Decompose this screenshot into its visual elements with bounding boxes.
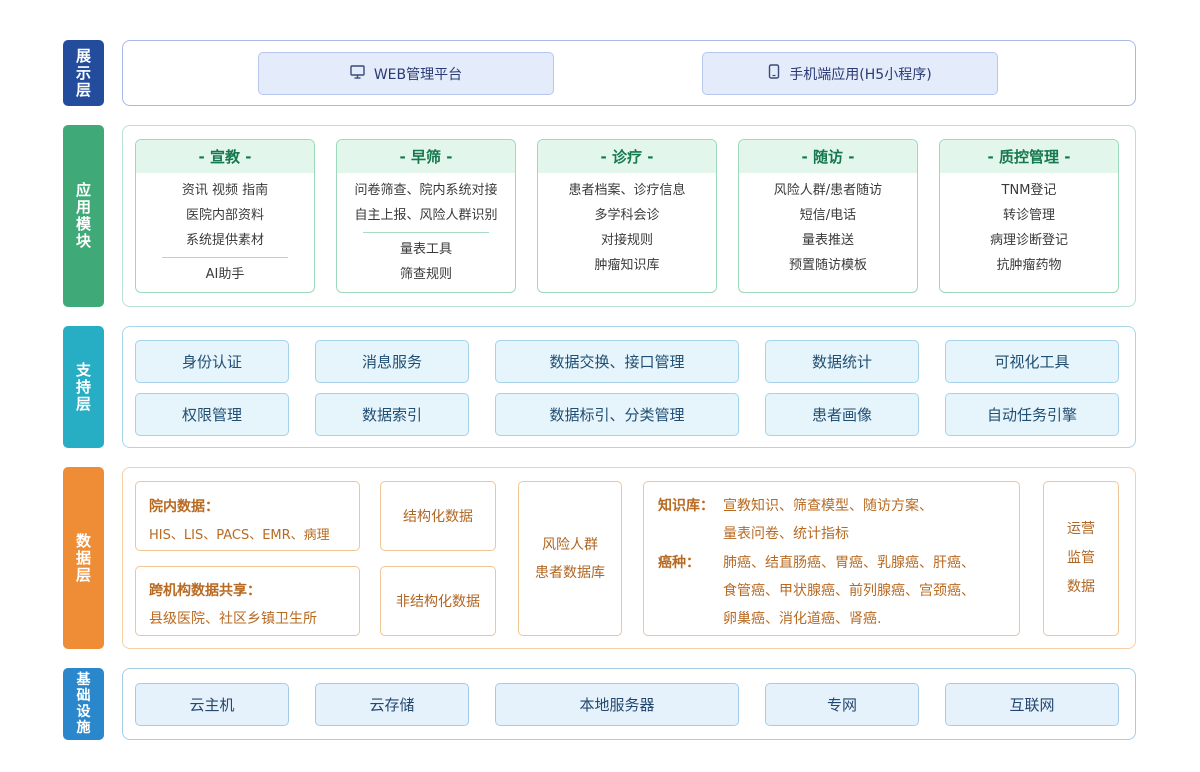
infra-item[interactable]: 云存储 [315,683,469,726]
hospital-data-box[interactable]: 院内数据： HIS、LIS、PACS、EMR、病理 [135,481,360,551]
risk-db-line: 风险人群 [542,536,598,553]
web-platform-label: WEB管理平台 [373,66,463,83]
risk-db-line: 患者数据库 [535,564,605,581]
data-layer-panel [122,467,1136,649]
ops-line: 数据 [1067,579,1095,595]
module-title: - 诊疗 - [538,140,716,173]
infra-item[interactable]: 本地服务器 [495,683,739,726]
hospital-data-title: 院内数据： [149,499,219,515]
cancer-line: 肺癌、结直肠癌、胃癌、乳腺癌、肝癌、 [723,555,975,571]
support-layer-label: 支 持 层 [63,326,104,448]
infra-item[interactable]: 云主机 [135,683,289,726]
module-item: 抗肿瘤药物 [996,258,1062,273]
mobile-app-button[interactable]: 手机端应用(H5小程序) [702,52,998,95]
module-education[interactable]: - 宣教 - 资讯 视频 指南 医院内部资料 系统提供素材 AI助手 [135,139,315,293]
support-item[interactable]: 自动任务引擎 [945,393,1119,436]
module-item: 资讯 视频 指南 [181,183,269,198]
module-title: - 早筛 - [337,140,515,173]
module-item: TNM登记 [1001,183,1057,198]
shared-data-box[interactable]: 跨机构数据共享： 县级医院、社区乡镇卫生所 [135,566,360,636]
ops-line: 运营 [1067,521,1095,537]
risk-patient-db-box[interactable]: 风险人群 患者数据库 [518,481,622,636]
structured-data-box[interactable]: 结构化数据 [380,481,496,551]
data-layer-label: 数 据 层 [63,467,104,649]
cancer-line: 食管癌、甲状腺癌、前列腺癌、宫颈癌、 [723,583,975,599]
application-layer-panel [122,125,1136,307]
module-item: 风险人群/患者随访 [773,183,883,198]
support-item[interactable]: 身份认证 [135,340,289,383]
unstructured-data-box[interactable]: 非结构化数据 [380,566,496,636]
application-layer-label: 应 用 模 块 [63,125,104,307]
module-item: 转诊管理 [1002,208,1055,223]
module-item: 量表工具 [399,242,452,257]
module-title: - 随访 - [739,140,917,173]
module-screening[interactable]: - 早筛 - 问卷筛查、院内系统对接 自主上报、风险人群识别 量表工具 筛查规则 [336,139,516,293]
shared-data-items: 县级医院、社区乡镇卫生所 [149,611,317,627]
module-title: - 宣教 - [136,140,314,173]
support-item[interactable]: 权限管理 [135,393,289,436]
kb-line: 宣教知识、筛查模型、随访方案、 [723,498,933,514]
module-diagnosis[interactable]: - 诊疗 - 患者档案、诊疗信息 多学科会诊 对接规则 肿瘤知识库 [537,139,717,293]
kb-line: 量表问卷、统计指标 [723,526,849,542]
kb-title: 知识库： [658,498,714,514]
module-item: AI助手 [205,267,245,282]
ops-line: 监管 [1067,550,1095,566]
presentation-layer-panel [122,40,1136,106]
infra-item[interactable]: 专网 [765,683,919,726]
support-item[interactable]: 消息服务 [315,340,469,383]
module-followup[interactable]: - 随访 - 风险人群/患者随访 短信/电话 量表推送 预置随访模板 [738,139,918,293]
infra-item[interactable]: 互联网 [945,683,1119,726]
module-title: - 质控管理 - [940,140,1118,173]
module-item: 问卷筛查、院内系统对接 [354,183,498,198]
support-item[interactable]: 数据统计 [765,340,919,383]
module-item: 多学科会诊 [594,208,660,223]
module-item: 肿瘤知识库 [594,258,660,273]
phone-icon [768,64,780,83]
web-platform-button[interactable]: WEB管理平台 [258,52,554,95]
support-item[interactable]: 可视化工具 [945,340,1119,383]
module-item: 患者档案、诊疗信息 [568,183,686,198]
support-item[interactable]: 数据交换、接口管理 [495,340,739,383]
module-divider [162,257,288,258]
support-item[interactable]: 数据标引、分类管理 [495,393,739,436]
module-item: 预置随访模板 [788,258,867,273]
cancer-title: 癌种： [658,555,700,571]
module-item: 医院内部资料 [185,208,264,223]
cancer-line: 卵巢癌、消化道癌、肾癌. [723,611,882,627]
shared-data-title: 跨机构数据共享： [149,583,261,599]
module-item: 病理诊断登记 [989,233,1068,248]
infrastructure-layer-panel [122,668,1136,740]
module-item: 量表推送 [801,233,854,248]
module-item: 自主上报、风险人群识别 [354,208,498,223]
operations-data-box[interactable]: 运营 监管 数据 [1043,481,1119,636]
monitor-icon [350,64,365,83]
infrastructure-layer-label: 基 础 设 施 [63,668,104,740]
support-layer-panel [122,326,1136,448]
module-divider [363,232,489,233]
module-item: 系统提供素材 [185,233,264,248]
hospital-data-items: HIS、LIS、PACS、EMR、病理 [149,528,330,543]
support-item[interactable]: 数据索引 [315,393,469,436]
module-item: 对接规则 [600,233,653,248]
module-quality-control[interactable]: - 质控管理 - TNM登记 转诊管理 病理诊断登记 抗肿瘤药物 [939,139,1119,293]
mobile-app-label: 手机端应用(H5小程序) [789,66,932,83]
knowledge-base-box[interactable]: 知识库： 宣教知识、筛查模型、随访方案、 量表问卷、统计指标 癌种： 肺癌、结直… [643,481,1020,636]
module-item: 短信/电话 [799,208,857,223]
presentation-layer-label: 展 示 层 [63,40,104,106]
support-item[interactable]: 患者画像 [765,393,919,436]
module-item: 筛查规则 [399,267,452,282]
